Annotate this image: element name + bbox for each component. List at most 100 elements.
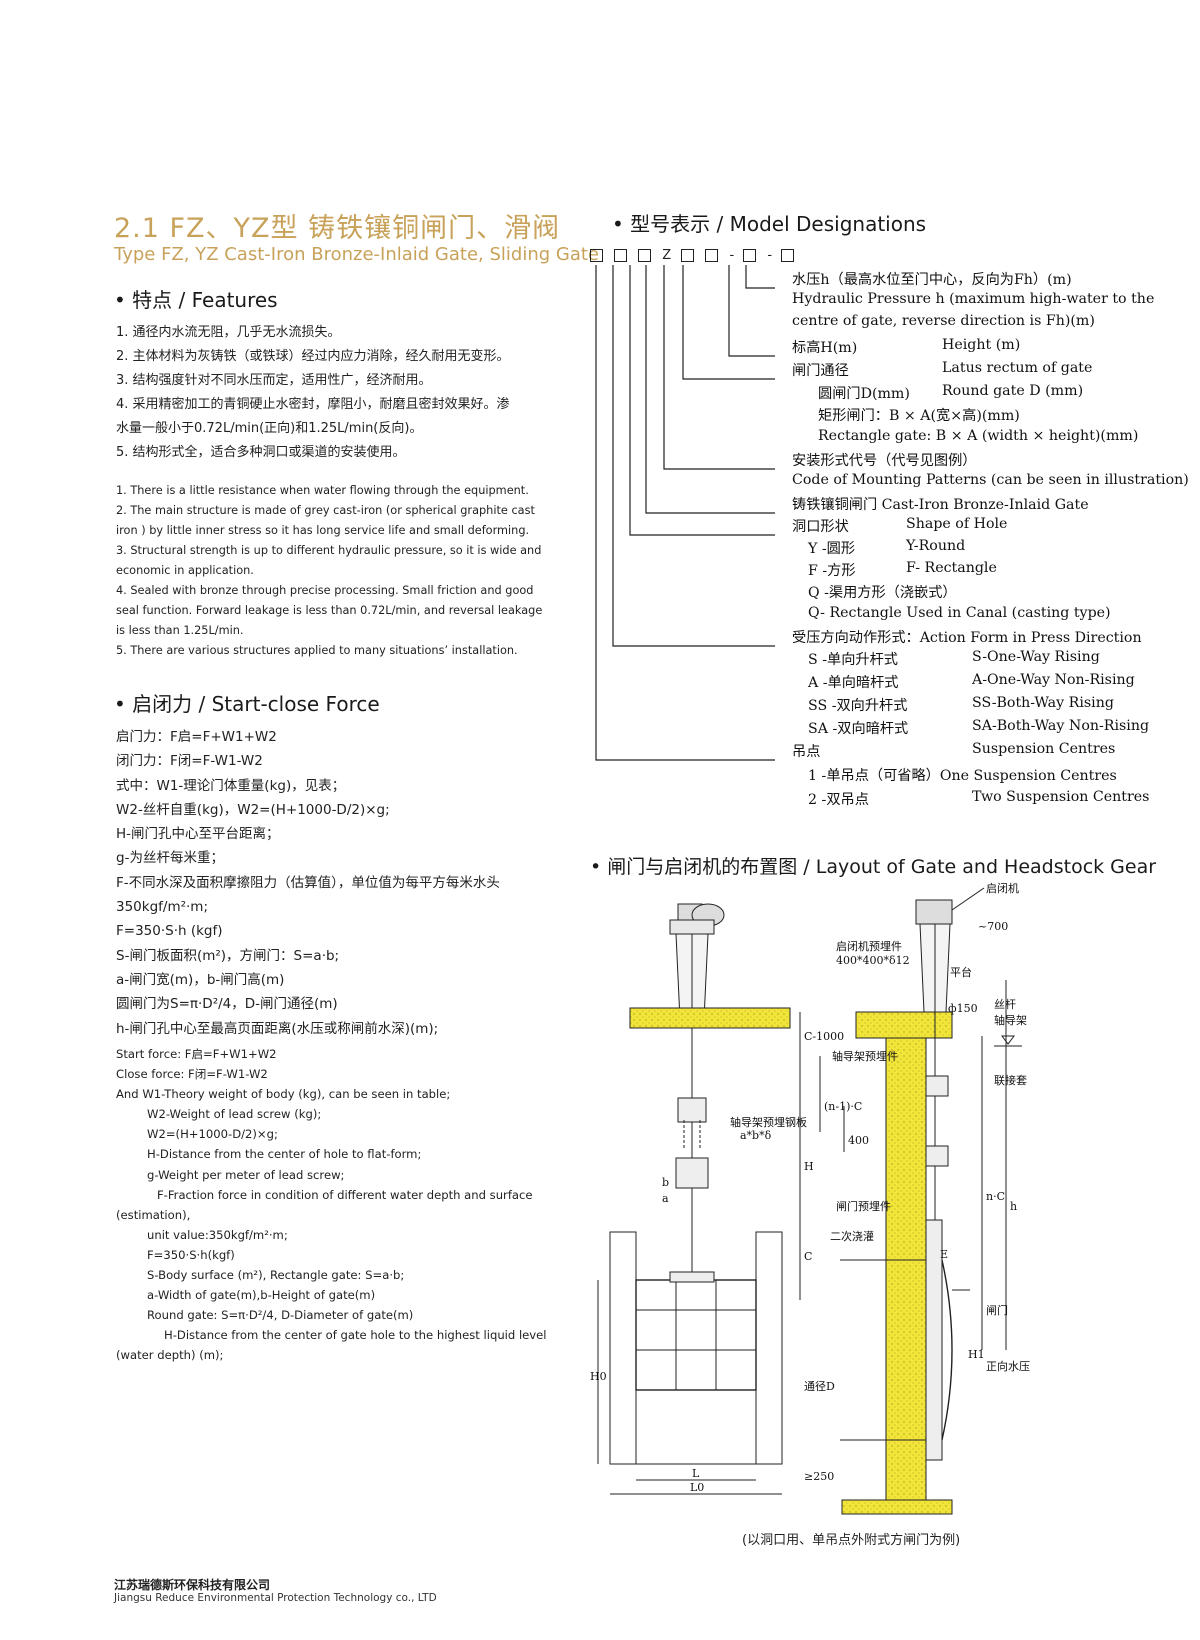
company-name-cn: 江苏瑞德斯环保科技有限公司 [114,1578,271,1592]
list-item: h-闸门孔中心至最高页面距离(水压或称闸前水深)(m); [116,1020,439,1037]
model-legend-line: 吊点 [792,744,821,760]
dim-phi150-label: ф150 [948,1002,978,1015]
forward-pressure-label: 正向水压 [986,1359,1030,1373]
section-view [799,899,1022,1515]
dim-n1c-label: (n-1)·C [824,1100,862,1113]
list-item: iron ) by little inner stress so it has … [116,524,530,537]
dim-E-label: E [940,1248,948,1261]
list-item: 4. 采用精密加工的青铜硬止水密封，摩阻小，耐磨且密封效果好。渗 [116,397,510,412]
dim-H0-label: H0 [590,1370,607,1383]
dim-C-label: C [804,1250,812,1263]
model-legend-line: 铸铁镶铜闸门 Cast-Iron Bronze-Inlaid Gate [792,497,1089,513]
list-item: 启门力：F启=F+W1+W2 [116,729,277,745]
dim-c1000-label: C-1000 [804,1030,844,1043]
list-item: 5. 结构形式全，适合多种洞口或渠道的安装使用。 [116,445,406,460]
list-item: And W1-Theory weight of body (kg), can b… [116,1087,451,1102]
model-legend-line: Shape of Hole [906,516,1008,532]
list-item: is less than 1.25L/min. [116,624,244,637]
list-item: H-Distance from the center of gate hole … [164,1328,547,1343]
list-item: g-Weight per meter of lead screw; [147,1167,345,1182]
list-item: g-为丝杆每米重； [116,850,224,867]
list-item: 2. The main structure is made of grey ca… [116,504,535,517]
list-item: F=350·S·h (kgf) [116,923,223,940]
list-item: (water depth) (m); [116,1348,224,1363]
plate-size-label: a*b*δ [740,1129,772,1142]
model-legend-line: F- Rectangle [906,560,997,576]
dim-h-label: h [1010,1200,1017,1213]
code-box [743,249,757,262]
model-legend-line: Two Suspension Centres [972,789,1150,805]
list-item: F-Fraction force in condition of differe… [157,1187,533,1202]
guide-frame-icon [675,1157,709,1189]
model-legend-line: 洞口形状 [792,519,849,535]
list-item: seal function. Forward leakage is less t… [116,604,543,617]
list-item: unit value:350kgf/m²·m; [147,1227,288,1242]
model-legend-line: Suspension Centres [972,741,1116,757]
gate-layout-drawing: 轴导架预埋钢板 a*b*δ b a H0 L L0 启闭机 启闭机预埋件 400… [590,881,1030,1515]
list-item: 1. There is a little resistance when wat… [116,484,529,497]
model-legend-line: centre of gate, reverse direction is Fh)… [792,313,1095,329]
model-legend-line: Y-Round [906,538,966,554]
dim-b-label: b [662,1176,669,1189]
model-legend-line: 受压方向动作形式：Action Form in Press Direction [792,630,1142,646]
list-item: Start force: F启=F+W1+W2 [116,1047,277,1061]
model-legend-line: Y -圆形 [808,541,856,557]
model-legend-line: Q -渠用方形（浇嵌式） [808,585,957,601]
list-item: W2=(H+1000-D/2)×g; [147,1127,278,1142]
model-legend-line: Height (m) [942,337,1021,353]
model-legend-line: Hydraulic Pressure h (maximum high-water… [792,291,1155,307]
list-item: S-闸门板面积(m²)，方闸门：S=a·b; [116,947,340,964]
list-item: (estimation), [116,1207,191,1222]
features-cn-list: 1. 通径内水流无阻，几乎无水流损失。 2. 主体材料为灰铸铁（或铁球）经过内应… [116,321,556,465]
dim-H-label: H [804,1160,814,1173]
model-legend-line: SS-Both-Way Rising [972,695,1114,711]
model-legend-line: F -方形 [808,563,856,579]
model-legend-line: 2 -双吊点 [808,792,869,808]
list-item: 1. 通径内水流无阻，几乎无水流损失。 [116,325,341,340]
code-box [705,249,719,262]
hoist-icon [915,899,953,925]
model-legend-line: Q- Rectangle Used in Canal (casting type… [808,605,1111,621]
list-item: W2-丝杆自重(kg)，W2=(H+1000-D/2)×g; [116,801,390,818]
model-legend-line: 矩形闸门：B × A(宽×高)(mm) [818,408,1020,424]
list-item: H-闸门孔中心至平台距离； [116,826,280,843]
dim-H1-label: H1 [968,1348,985,1361]
list-item: 闭门力：F闭=F-W1-W2 [116,753,263,770]
list-item: 3. 结构强度针对不同水压而定，适用性广，经济耐用。 [116,373,432,388]
model-legend-line: SS -双向升杆式 [808,698,908,714]
force-cn-list: 启门力：F启=F+W1+W2 闭门力：F闭=F-W1-W2 式中：W1-理论门体… [116,725,566,1041]
model-legend-line: A-One-Way Non-Rising [972,672,1135,688]
list-item: 2. 主体材料为灰铸铁（或铁球）经过内应力消除，经久耐用无变形。 [116,349,510,364]
model-legend-line: S-One-Way Rising [972,649,1100,665]
model-leader-lines [595,265,775,761]
model-legend-line: Code of Mounting Patterns (can be seen i… [792,472,1189,488]
gate-label: 闸门 [986,1303,1008,1317]
dim-250-label: ≥250 [804,1470,834,1483]
page-subtitle: Type FZ, YZ Cast-Iron Bronze-Inlaid Gate… [114,244,599,265]
list-item: 圆闸门为S=π·D²/4，D-闸门通径(m) [116,996,338,1013]
list-item: 水量一般小于0.72L/min(正向)和1.25L/min(反向)。 [116,421,423,436]
model-legend-line: A -单向暗杆式 [808,675,899,691]
force-heading: • 启闭力 / Start-close Force [114,692,380,716]
features-heading: • 特点 / Features [114,288,278,312]
model-legend-line: 闸门通径 [792,363,849,379]
code-z: Z [662,248,672,263]
list-item: 4. Sealed with bronze through precise pr… [116,584,534,597]
front-view [597,903,791,1495]
list-item: a-闸门宽(m)，b-闸门高(m) [116,971,285,988]
platform-slab [629,1007,791,1029]
list-item: Close force: F闭=F-W1-W2 [116,1067,268,1082]
dim-L0-label: L0 [690,1481,704,1494]
company-name-en: Jiangsu Reduce Environmental Protection … [114,1592,437,1604]
list-item: Round gate: S=π·D²/4, D-Diameter of gate… [147,1308,414,1323]
model-legend-line: 1 -单吊点（可省略）One Suspension Centres [808,768,1117,784]
guide-frame-label: 轴导架 [994,1013,1027,1027]
dim-700-label: ~700 [978,920,1008,933]
list-item: 350kgf/m²·m; [116,899,209,916]
list-item: 5. There are various structures applied … [116,644,518,657]
dim-L-label: L [692,1467,700,1480]
code-dash: - [729,248,735,263]
drawing-caption: (以洞口用、单吊点外附式方闸门为例) [742,1533,961,1548]
code-box [781,249,795,262]
gate-embed-label: 闸门预埋件 [836,1199,891,1213]
